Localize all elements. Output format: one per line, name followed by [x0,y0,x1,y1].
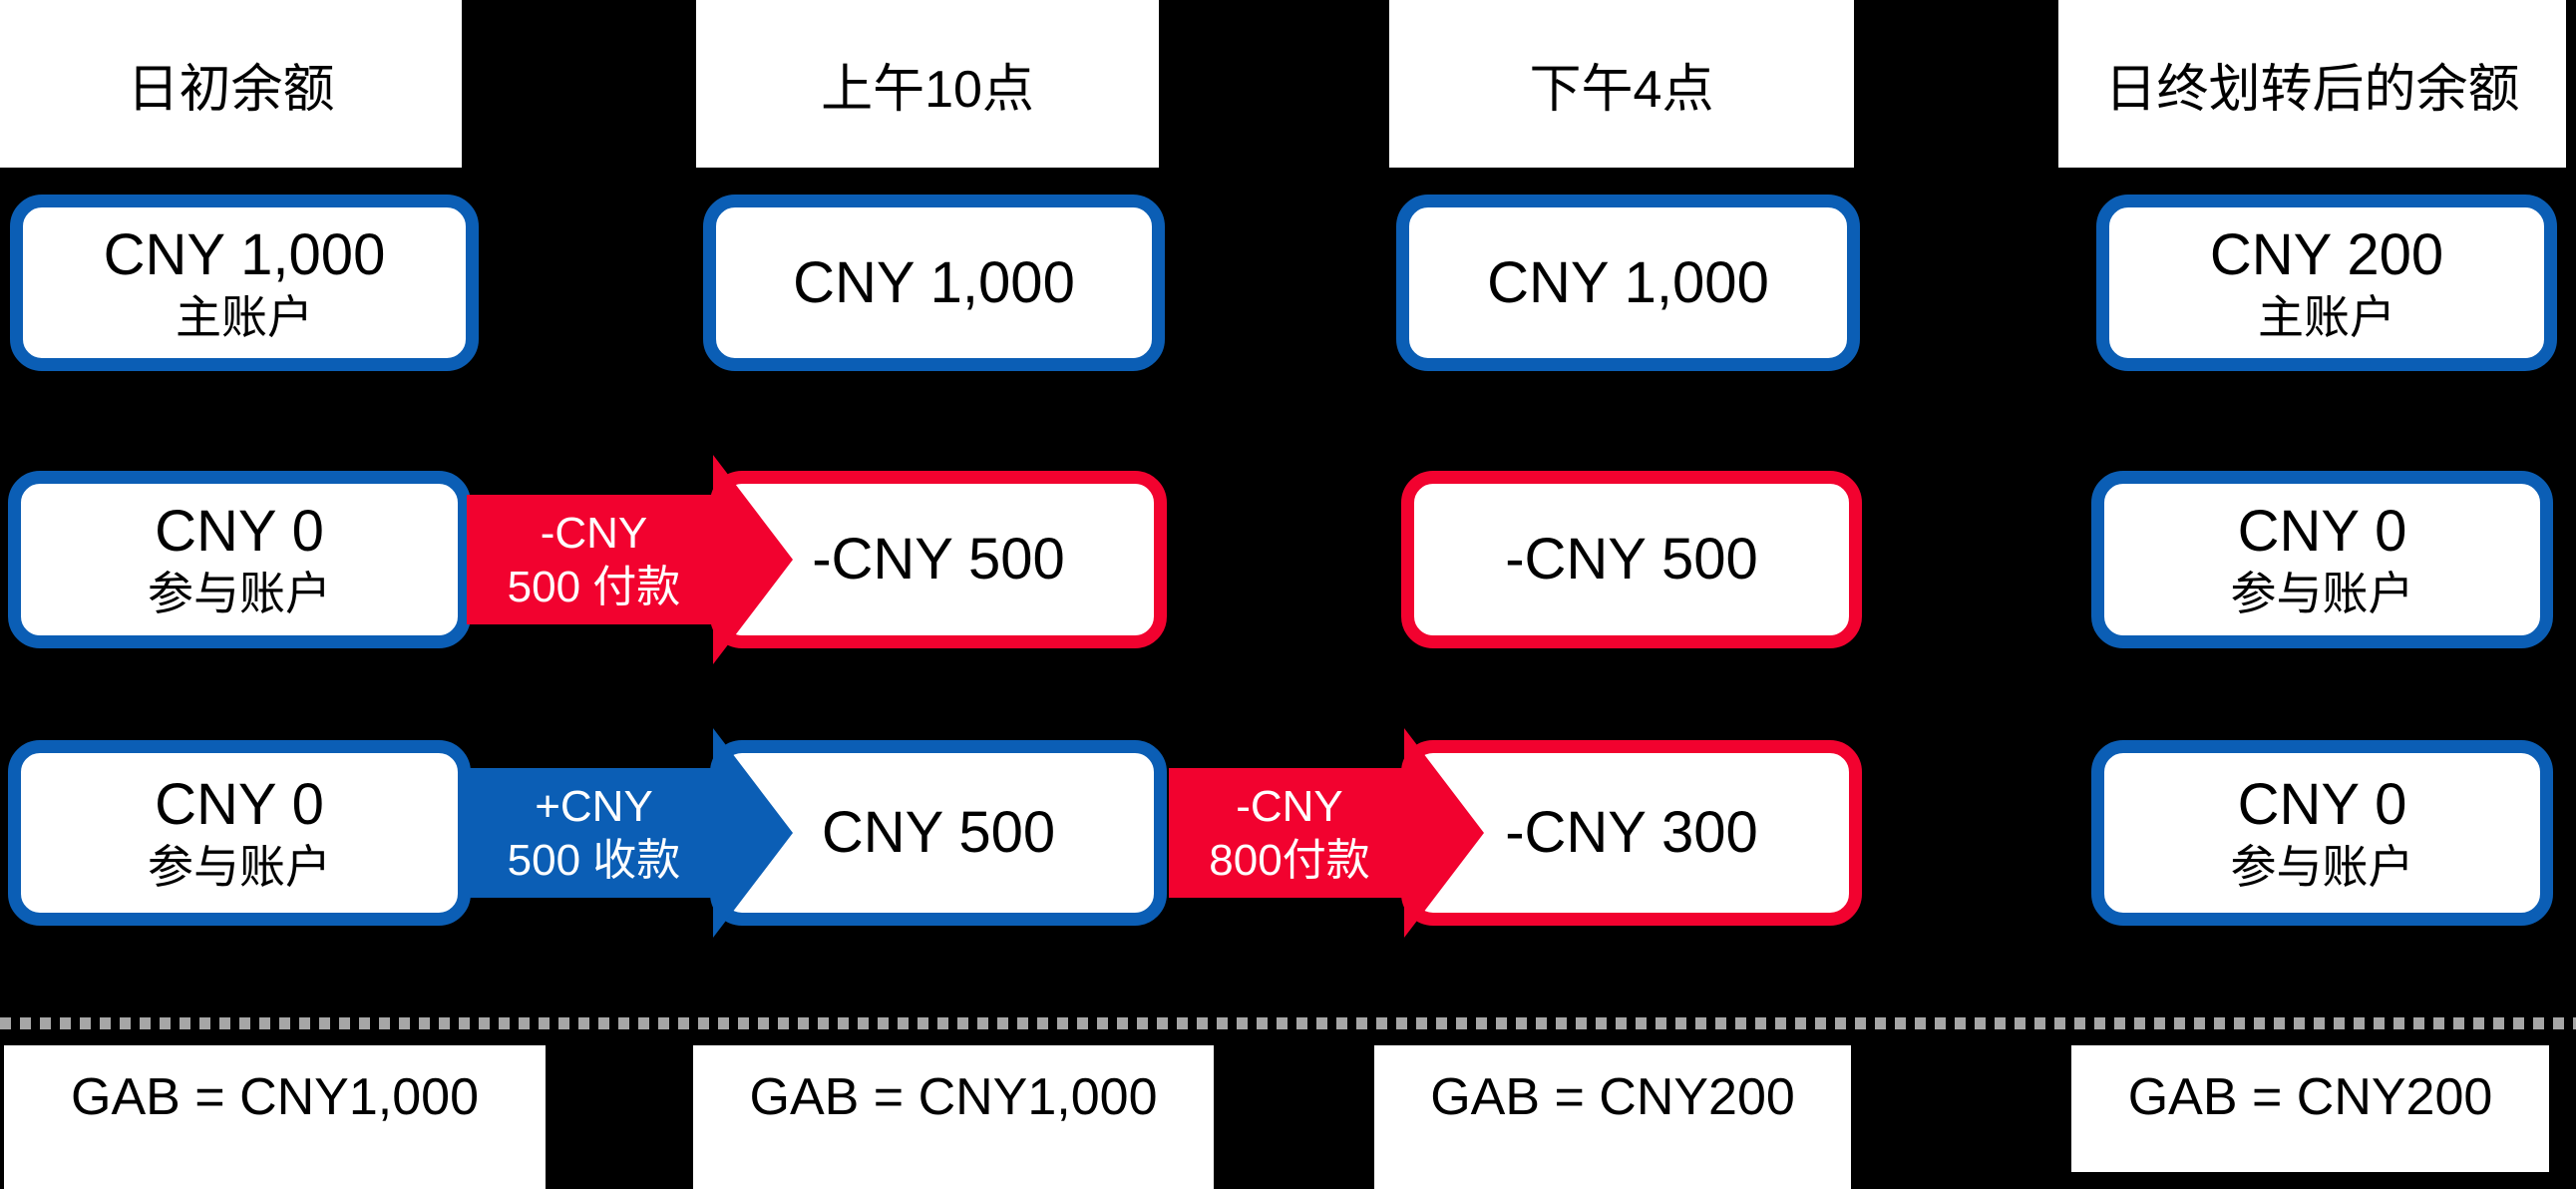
balance-amount: -CNY 500 [812,527,1065,592]
balance-box-main-eod: CNY 200 主账户 [2096,195,2557,371]
arrow-label-line1: +CNY [535,782,653,831]
balance-amount: CNY 1,000 [1487,249,1769,315]
balance-amount: CNY 500 [821,800,1056,865]
arrow-label-line1: -CNY [1236,782,1343,831]
account-label: 主账户 [176,290,313,343]
balance-box-participant2-eod: CNY 0 参与账户 [2091,740,2553,926]
arrow-label-line2: 800付款 [1209,836,1370,885]
balance-box-participant2-4pm: -CNY 300 [1401,740,1862,926]
arrow-label-line2: 500 收款 [507,836,681,885]
payment-arrow-800-label: -CNY 800付款 [1175,780,1404,888]
account-label: 参与账户 [2230,568,2414,619]
arrow-label-line2: 500 付款 [507,563,681,611]
gab-box-4pm: GAB = CNY200 [1374,1045,1851,1189]
balance-amount: CNY 0 [155,499,324,564]
gab-box-eod: GAB = CNY200 [2071,1045,2549,1172]
balance-box-participant1-eod: CNY 0 参与账户 [2091,471,2553,648]
arrow-shape [467,455,793,664]
account-label: 参与账户 [148,841,331,893]
account-label: 参与账户 [2230,841,2414,893]
balance-amount: -CNY 300 [1505,800,1758,865]
receipt-arrow-500 [467,728,793,938]
account-label: 参与账户 [148,568,331,619]
balance-box-participant1-10am: -CNY 500 [710,471,1167,648]
balance-amount: CNY 0 [2237,499,2407,564]
balance-amount: CNY 200 [2209,221,2444,287]
balance-box-main-opening: CNY 1,000 主账户 [10,195,479,371]
column-header-after-eod-transfer: 日终划转后的余额 [2058,0,2566,168]
balance-amount: CNY 1,000 [793,249,1075,315]
arrow-label-line1: -CNY [540,509,648,558]
balance-box-participant1-4pm: -CNY 500 [1401,471,1862,648]
balance-amount: CNY 0 [2237,772,2407,837]
balance-box-participant2-opening: CNY 0 参与账户 [8,740,471,926]
column-header-opening-balance: 日初余额 [0,0,462,168]
balance-amount: CNY 0 [155,772,324,837]
gab-box-10am: GAB = CNY1,000 [693,1045,1214,1189]
receipt-arrow-500-label: +CNY 500 收款 [477,780,711,888]
balance-amount: -CNY 500 [1505,527,1758,592]
balance-box-main-10am: CNY 1,000 [703,195,1165,371]
balance-box-participant1-opening: CNY 0 参与账户 [8,471,471,648]
payment-arrow-800 [1169,728,1484,938]
column-header-10am: 上午10点 [696,0,1159,168]
balance-box-main-4pm: CNY 1,000 [1396,195,1860,371]
account-label: 主账户 [2258,290,2395,343]
gab-box-opening: GAB = CNY1,000 [4,1045,546,1189]
payment-arrow-500-label: -CNY 500 付款 [477,507,711,614]
arrow-shape [467,728,793,938]
dotted-divider [0,1017,2576,1029]
balance-amount: CNY 1,000 [103,221,386,287]
arrow-shape [1169,728,1484,938]
payment-arrow-500 [467,455,793,664]
column-header-4pm: 下午4点 [1389,0,1854,168]
